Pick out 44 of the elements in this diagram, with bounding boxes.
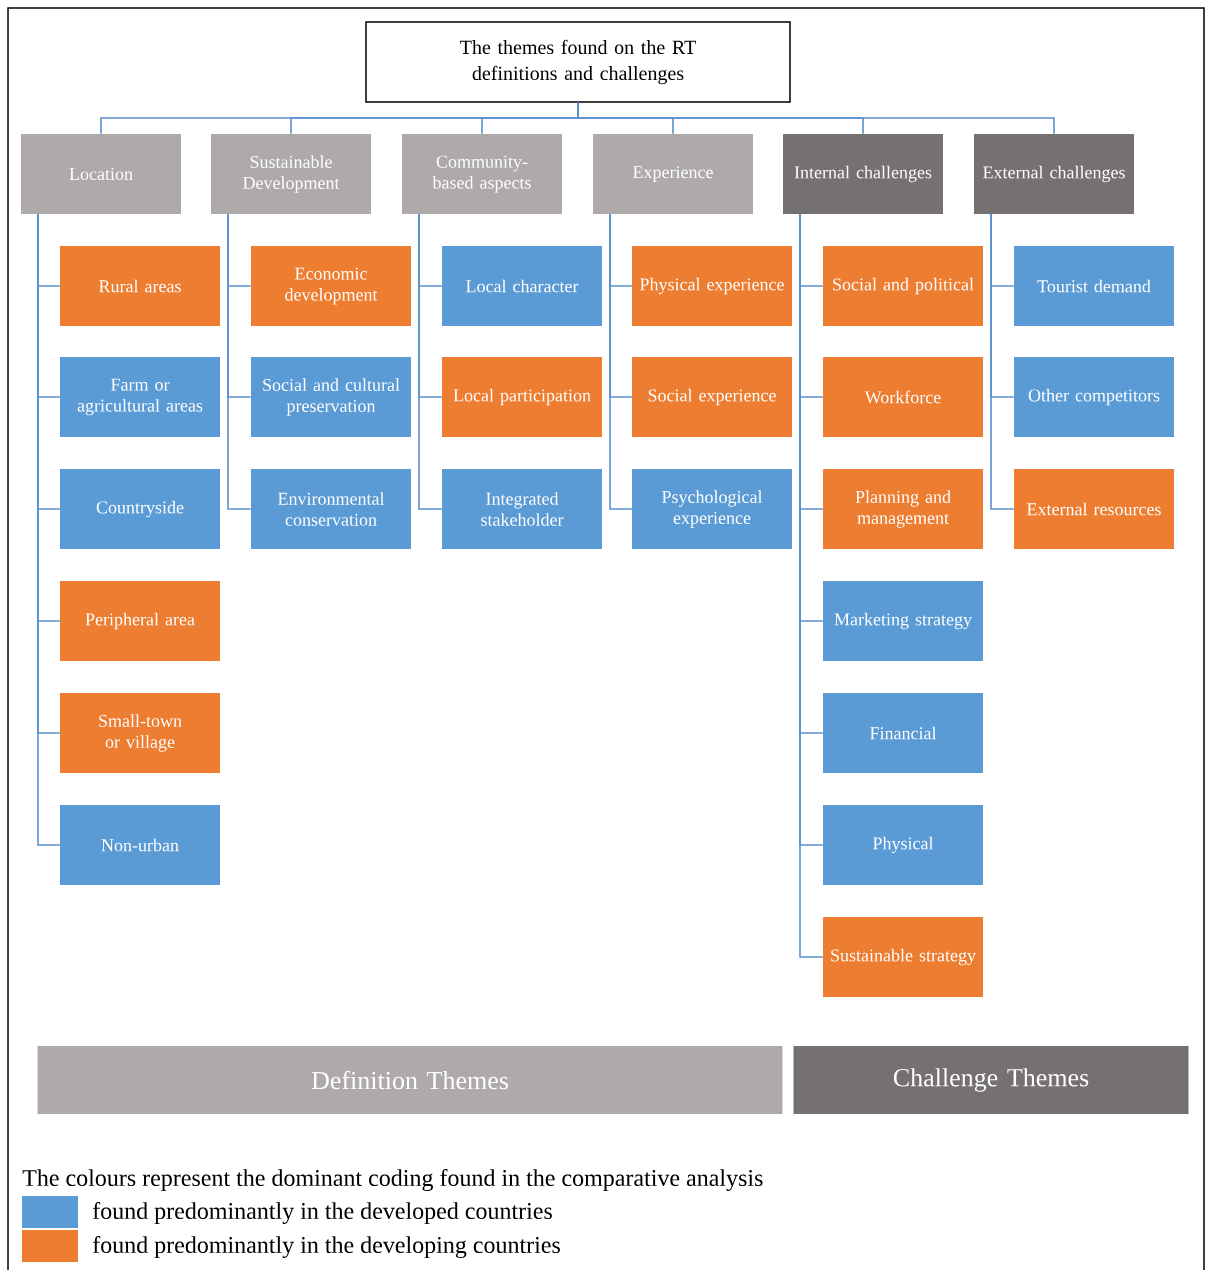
category-band: Challenge Themes: [793, 1046, 1189, 1114]
legend-heading: The colours represent the dominant coding found in the comparative analysis: [22, 1169, 763, 1192]
subtheme-box: Integrated stakeholder: [442, 469, 602, 549]
theme-box: Community-based aspects: [402, 134, 562, 214]
category-band: Definition Themes: [37, 1046, 783, 1114]
subtheme-box: Rural areas: [60, 246, 220, 326]
theme-box: Location: [21, 134, 181, 214]
subtheme-box: Social experience: [632, 357, 792, 437]
subtheme-box: Social and political: [823, 246, 983, 326]
subtheme-box: Physical: [823, 805, 983, 885]
subtheme-box: External resources: [1014, 469, 1174, 549]
connector: [577, 101, 1055, 135]
subtheme-box: Local participation: [442, 357, 602, 437]
subtheme-box: Psychological experience: [632, 469, 792, 549]
subtheme-box: Sustainable strategy: [823, 917, 983, 997]
connector: [990, 213, 1015, 510]
theme-box: Sustainable Development: [211, 134, 371, 214]
theme-box: External challenges: [974, 134, 1134, 214]
legend-text: found predominantly in the developed countries: [92, 1202, 552, 1225]
subtheme-box: Local character: [442, 246, 602, 326]
subtheme-box: Other competitors: [1014, 357, 1174, 437]
subtheme-box: Farm or agricultural areas: [60, 357, 220, 437]
subtheme-box: Financial: [823, 693, 983, 773]
subtheme-box: Marketing strategy: [823, 581, 983, 661]
subtheme-box: Workforce: [823, 357, 983, 437]
connector: [609, 213, 633, 510]
connector: [418, 213, 443, 510]
subtheme-box: Physical experience: [632, 246, 792, 326]
legend-text: found predominantly in the developing countries: [92, 1236, 560, 1259]
subtheme-box: Peripheral area: [60, 581, 220, 661]
subtheme-box: Environmental conservation: [251, 469, 411, 549]
subtheme-box: Planning and management: [823, 469, 983, 549]
subtheme-box: Small-town or village: [60, 693, 220, 773]
connector: [799, 213, 824, 958]
theme-box: Experience: [593, 134, 753, 214]
title-box: The themes found on the RT definitions and challenges: [365, 21, 791, 103]
connector: [37, 213, 61, 846]
subtheme-box: Economic development: [251, 246, 411, 326]
subtheme-box: Tourist demand: [1014, 246, 1174, 326]
subtheme-box: Non-urban: [60, 805, 220, 885]
subtheme-box: Countryside: [60, 469, 220, 549]
theme-box: Internal challenges: [783, 134, 943, 214]
subtheme-box: Social and cultural preservation: [251, 357, 411, 437]
connector: [227, 213, 252, 510]
